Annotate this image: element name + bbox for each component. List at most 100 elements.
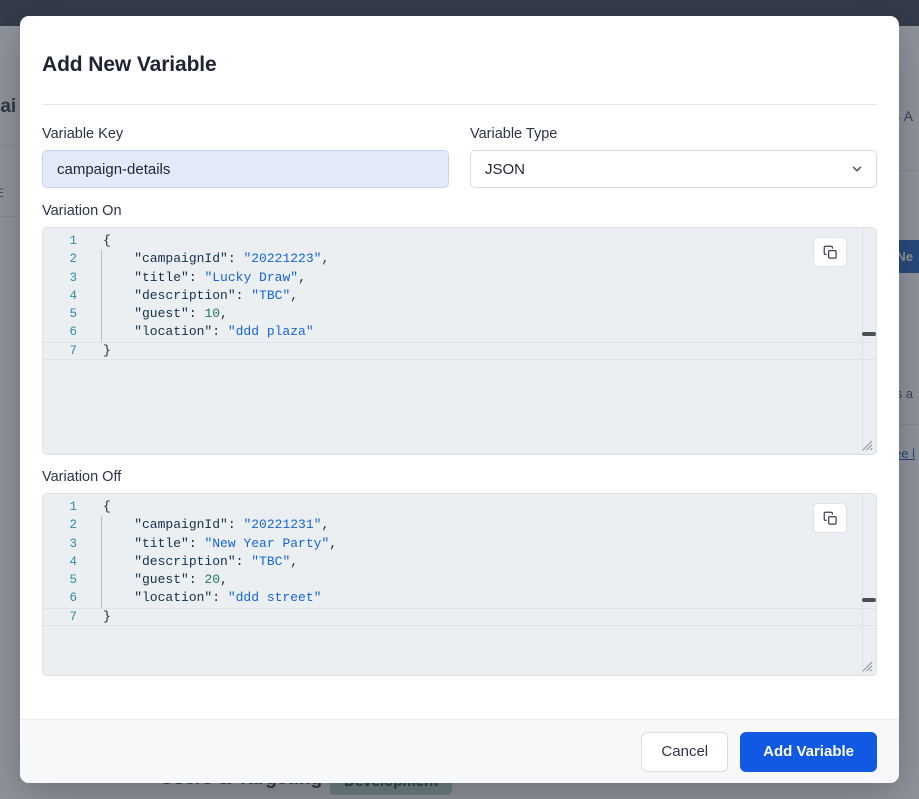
token-punc: , (220, 572, 228, 588)
code-text: "description": "TBC", (90, 553, 876, 571)
variation-off-editor[interactable]: 1 {2 "campaignId": "20221231", 3 "title": … (42, 493, 877, 676)
line-number: 7 (69, 609, 77, 624)
token-num: 10 (204, 306, 221, 322)
indent-guide (101, 250, 102, 342)
code-line: 6 "location": "ddd street" (43, 589, 876, 607)
token-key: "campaignId" (103, 251, 228, 267)
token-punc: : (227, 251, 244, 267)
token-punc: : (235, 287, 252, 303)
editor-scrollbar-thumb[interactable] (862, 598, 876, 602)
token-punc: , (298, 269, 306, 285)
token-punc: : (188, 572, 205, 588)
code-text: "title": "New Year Party", (90, 535, 876, 553)
editor-scrollbar-thumb[interactable] (862, 332, 876, 336)
code-text: { (90, 498, 876, 516)
token-punc: , (290, 287, 299, 303)
token-key: "description" (103, 553, 236, 569)
copy-icon-button[interactable] (813, 503, 847, 533)
token-punc: : (227, 517, 244, 533)
modal-footer: Cancel Add Variable (20, 719, 899, 783)
line-number: 6 (69, 591, 77, 606)
token-key: "guest" (103, 572, 189, 588)
code-line: 1{ (43, 232, 876, 250)
code-text: } (90, 342, 876, 360)
token-key: "title" (103, 269, 189, 285)
token-key: "location" (103, 324, 213, 340)
token-punc: { (103, 499, 111, 514)
token-str: "ddd street" (227, 590, 322, 606)
editor-resize-handle[interactable] (862, 661, 873, 672)
token-key: "description" (103, 287, 236, 303)
variable-type-label: Variable Type (470, 126, 558, 142)
variable-type-field: Variable Type JSON (470, 126, 877, 188)
line-number: 3 (69, 536, 77, 551)
code-text: "guest": 10, (90, 305, 876, 323)
code-text: "guest": 20, (90, 571, 876, 589)
line-number: 4 (69, 554, 77, 569)
code-line: 4 "description": "TBC", (43, 553, 876, 571)
variation-on-label: Variation On (42, 203, 122, 219)
variation-off-code[interactable]: 1 {2 "campaignId": "20221231", 3 "title": … (43, 494, 876, 627)
token-punc: : (188, 269, 205, 285)
add-new-variable-modal: Add New Variable Variable Key Variable T… (20, 16, 899, 783)
cancel-button[interactable]: Cancel (641, 731, 729, 772)
token-punc: } (103, 342, 111, 358)
line-number: 7 (69, 343, 77, 358)
editor-resize-handle[interactable] (862, 440, 873, 451)
token-punc: : (235, 553, 252, 569)
token-num: 20 (204, 572, 221, 588)
line-number: 1 (69, 234, 77, 248)
editor-scrollbar-track[interactable] (862, 228, 863, 454)
code-line: 2 "campaignId": "20221223", (43, 250, 876, 268)
code-text: "description": "TBC", (90, 287, 876, 305)
code-text: "campaignId": "20221223", (90, 250, 876, 268)
token-key: "location" (103, 590, 213, 606)
code-line: 6 "location": "ddd plaza" (43, 323, 876, 341)
modal-title: Add New Variable (42, 53, 217, 76)
token-punc: : (188, 306, 205, 322)
code-text: "title": "Lucky Draw", (90, 269, 876, 287)
token-str: "ddd plaza" (227, 324, 314, 340)
add-variable-button[interactable]: Add Variable (740, 731, 877, 772)
line-number: 6 (69, 325, 77, 340)
token-punc: , (290, 553, 299, 569)
variable-key-label: Variable Key (42, 126, 124, 142)
variable-type-select[interactable]: JSON (470, 150, 877, 188)
token-str: "TBC" (251, 287, 291, 303)
token-key: "title" (103, 535, 189, 551)
variable-key-field: Variable Key (42, 126, 449, 188)
code-line: 7} (43, 607, 876, 627)
code-text: "location": "ddd street" (90, 589, 876, 607)
copy-icon-button[interactable] (813, 237, 847, 267)
token-str: "TBC" (251, 553, 291, 569)
code-text: } (90, 608, 876, 626)
token-punc: , (321, 251, 330, 267)
token-key: "campaignId" (103, 517, 228, 533)
indent-guide (101, 516, 102, 608)
variation-on-code[interactable]: 1{2 "campaignId": "20221223",3 "title": … (43, 228, 876, 361)
token-punc: , (321, 517, 330, 533)
token-str: "20221231" (243, 517, 322, 533)
field-row: Variable Key Variable Type JSON (42, 126, 877, 188)
editor-gutter (43, 494, 90, 675)
line-number: 4 (69, 288, 77, 303)
code-line: 3 "title": "Lucky Draw", (43, 269, 876, 287)
code-line: 7} (43, 341, 876, 361)
line-number: 5 (69, 573, 77, 588)
variable-key-input[interactable] (42, 150, 449, 188)
variation-on-editor[interactable]: 1{2 "campaignId": "20221223",3 "title": … (42, 227, 877, 455)
editor-gutter (43, 228, 90, 454)
editor-scrollbar-track[interactable] (862, 494, 863, 675)
line-number: 5 (69, 307, 77, 322)
token-key: "guest" (103, 306, 189, 322)
token-punc: , (220, 306, 228, 322)
token-punc: : (188, 535, 205, 551)
line-number: 3 (69, 270, 77, 285)
code-line: 2 "campaignId": "20221231", (43, 516, 876, 534)
variation-off-label: Variation Off (42, 469, 122, 485)
line-number: 1 (69, 500, 77, 514)
token-str: "20221223" (243, 251, 322, 267)
variable-type-select-wrap: JSON (470, 150, 877, 188)
code-text: "location": "ddd plaza" (90, 323, 876, 341)
token-punc: : (212, 324, 228, 340)
